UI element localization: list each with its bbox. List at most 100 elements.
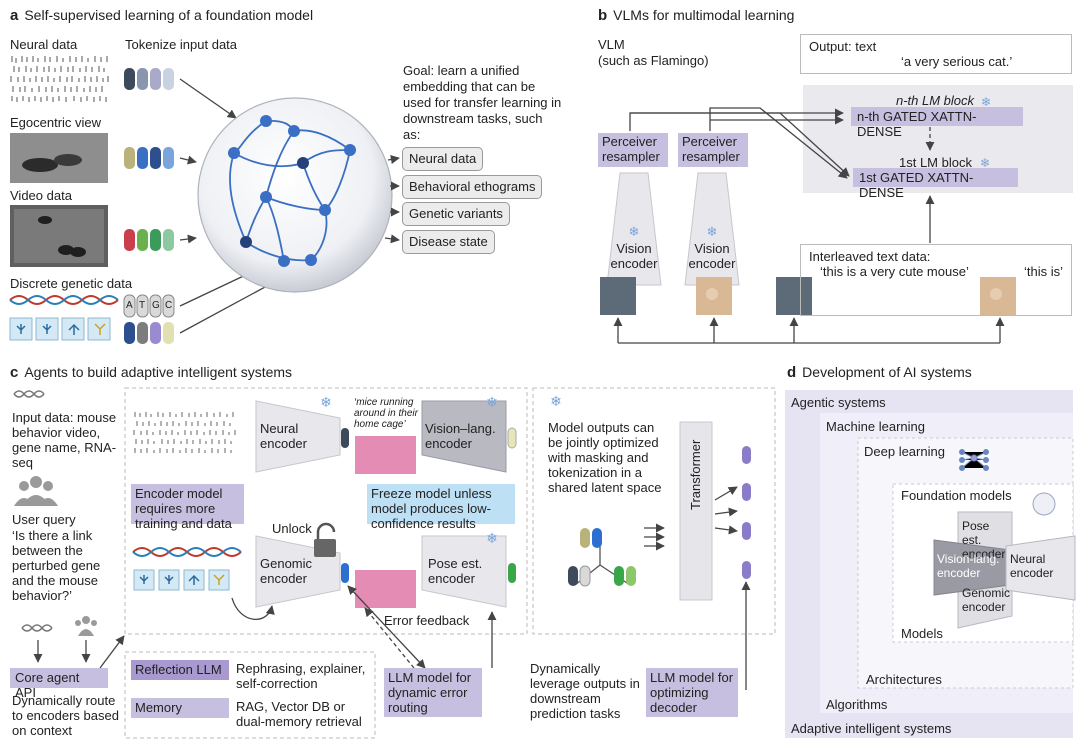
user-group-icon xyxy=(14,476,58,506)
layer-fm-label: Foundation models xyxy=(901,488,1012,503)
dna-small-icon-2 xyxy=(21,624,53,632)
pose-encoder-shape xyxy=(421,535,507,608)
cell-tiles xyxy=(9,317,111,341)
vlm-sub-label: (such as Flamingo) xyxy=(598,53,709,68)
reflection-desc: Rephrasing, explainer, self-correction xyxy=(236,661,366,691)
vl-token xyxy=(507,427,517,449)
vision-encoder-label-1: Vision encoder xyxy=(610,241,658,271)
goal-text: Goal: learn a unified embedding that can… xyxy=(403,63,562,142)
neural-raster-c xyxy=(133,412,236,453)
tokenize-label: Tokenize input data xyxy=(125,37,238,52)
panel-letter-a: a xyxy=(10,7,19,24)
first-gated-block: 1st GATED XATTN-DENSE xyxy=(853,168,1018,200)
output-label: Output: text xyxy=(809,39,877,54)
neural-encoder-label: Neural encoder xyxy=(260,421,307,451)
leverage-text: Dynamically leverage outputs in downstre… xyxy=(530,661,640,721)
base-t: T xyxy=(139,300,146,311)
pose-token xyxy=(508,563,516,583)
vl-encoder-shape xyxy=(421,400,507,473)
user-group-icon-2 xyxy=(75,616,97,636)
output-text: ‘a very serious cat.’ xyxy=(901,54,1013,69)
snowflake-icon: ❄ xyxy=(707,224,718,239)
mouse-shape xyxy=(70,247,86,257)
mini-sphere-icon xyxy=(1032,492,1056,516)
encoder-region xyxy=(124,387,528,635)
genomic-token xyxy=(341,563,349,583)
interleaved-text-box: Interleaved text data: xyxy=(800,244,1072,316)
user-query-label: User query xyxy=(12,512,76,527)
input-label-egocentric: Egocentric view xyxy=(10,115,102,130)
d-neural-label: Neural encoder xyxy=(1010,552,1054,580)
snowflake-icon: ❄ xyxy=(320,394,332,410)
layer-adaptive-label: Adaptive intelligent systems xyxy=(791,721,952,736)
panel-letter-c: c xyxy=(10,364,19,381)
panel-c-title: Agents to build adaptive intelligent sys… xyxy=(24,364,293,380)
d-pose-label: Pose est. encoder xyxy=(962,519,1006,561)
neural-encoder-shape xyxy=(255,400,341,473)
token-row-neural xyxy=(124,68,174,90)
vision-encoder-shape-2 xyxy=(684,172,740,286)
genomic-encoder-label: Genomic encoder xyxy=(260,556,313,586)
output-tokens xyxy=(742,446,751,579)
unlock-label: Unlock xyxy=(272,521,312,536)
encoder-model-note: Encoder model requires more training and… xyxy=(131,484,244,531)
interleaved-text-1: ‘this is a very cute mouse’ xyxy=(820,264,969,279)
task-disease-state: Disease state xyxy=(402,230,495,254)
snowflake-icon: ❄ xyxy=(486,394,498,410)
mouse-shape xyxy=(58,245,74,255)
route-text: Dynamically route to encoders based on c… xyxy=(12,693,119,738)
transformer-block xyxy=(679,421,713,601)
panel-c-heading: c Agents to build adaptive intelligent sy… xyxy=(10,364,292,381)
base-g: G xyxy=(152,300,160,311)
mouse-shape xyxy=(38,216,52,224)
task-behavioral-ethograms: Behavioral ethograms xyxy=(402,175,543,199)
output-box: Output: text ‘a very serious cat.’ xyxy=(800,34,1072,74)
panel-b-heading: b VLMs for multimodal learning xyxy=(598,7,794,24)
video-arena xyxy=(14,209,104,263)
panel-b-title: VLMs for multimodal learning xyxy=(613,7,795,23)
graph-nodes xyxy=(228,115,356,267)
task-genetic-variants: Genetic variants xyxy=(402,202,510,226)
neural-token xyxy=(341,428,349,448)
interleaved-text-2: ‘this is’ xyxy=(1024,264,1064,279)
input-data-text: Input data: mouse behavior video, gene n… xyxy=(12,410,117,470)
joint-optimization-text: Model outputs can be jointly optimized w… xyxy=(548,420,662,495)
nth-gated-block: n-th GATED XATTN-DENSE xyxy=(851,107,1023,139)
layer-ml-label: Machine learning xyxy=(826,419,926,434)
layer-architectures-label: Architectures xyxy=(866,672,942,687)
mouse-shape xyxy=(54,154,82,166)
d-genomic-label: Genomic encoder xyxy=(962,586,1011,614)
panel-d-title: Development of AI systems xyxy=(802,364,972,380)
vlm-label: VLM xyxy=(598,37,625,52)
panel-letter-b: b xyxy=(598,7,608,24)
padlock-icon xyxy=(314,522,336,557)
perceiver-resampler-2: Perceiver resampler xyxy=(678,133,748,167)
base-c: C xyxy=(165,300,173,311)
dna-helix-c xyxy=(132,547,242,557)
agent-input-arrows xyxy=(33,635,125,669)
dna-small-icon xyxy=(13,390,45,398)
input-label-genetic: Discrete genetic data xyxy=(10,276,133,291)
mouse-shape xyxy=(22,158,58,172)
transformer-in-arrows xyxy=(644,486,751,690)
caption-text: ‘mice running around in their home cage’ xyxy=(354,397,418,430)
vision-encoder-shape-1 xyxy=(606,172,662,286)
embedding-block xyxy=(355,436,416,474)
snowflake-icon: ❄ xyxy=(981,95,991,109)
input-arrows xyxy=(179,78,279,334)
vision-encoder-label-2: Vision encoder xyxy=(688,241,736,271)
memory-block: Memory xyxy=(131,698,229,718)
transformer-label-text: Transformer xyxy=(688,439,703,510)
freeze-model-note: Freeze model unless model produces low-c… xyxy=(367,484,515,531)
network-icon xyxy=(959,449,989,471)
task-arrows xyxy=(384,154,400,244)
error-feedback-label: Error feedback xyxy=(384,613,470,628)
snowflake-icon: ❄ xyxy=(550,393,562,409)
pose-encoder-label: Pose est. encoder xyxy=(428,556,483,586)
llm-decoder-block: LLM model for optimizing decoder xyxy=(646,668,738,717)
memory-desc: RAG, Vector DB or dual-memory retrieval xyxy=(236,699,362,729)
mouse-photo-2 xyxy=(776,277,812,315)
d-vl-label: Vision-lang. encoder xyxy=(937,552,1000,580)
